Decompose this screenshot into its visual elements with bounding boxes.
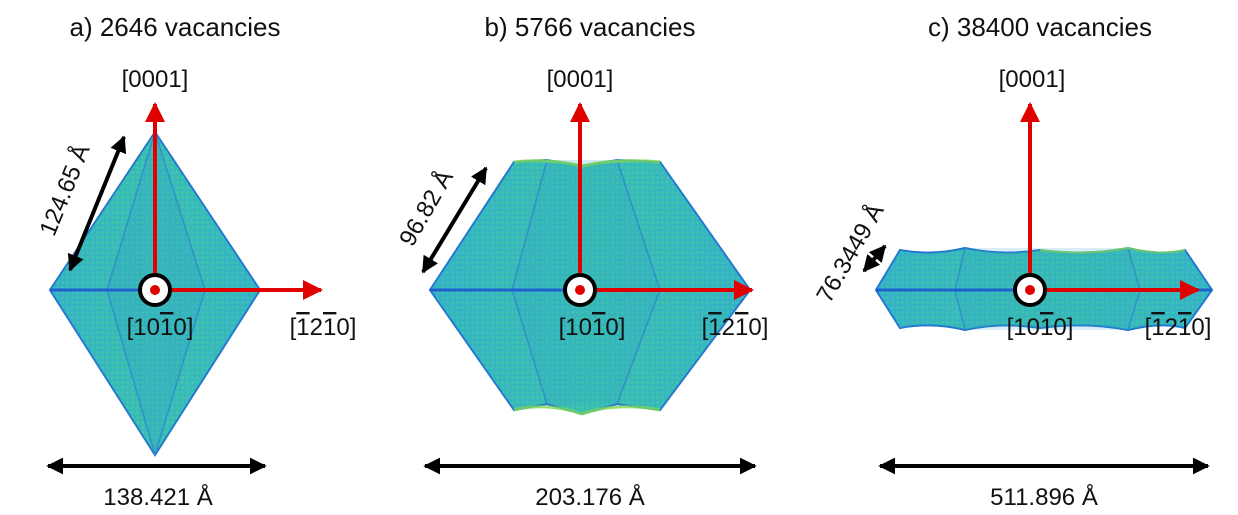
panel-c-axis-up-label: [0001]: [999, 66, 1066, 93]
panel-b-axis-up-label: [0001]: [547, 66, 614, 93]
panel-a-axis-out-label: [1010]: [127, 314, 194, 341]
panel-a-title: a) 2646 vacancies: [69, 12, 280, 42]
panel-a: a) 2646 vacancies [0001] [1210] [1010] 1…: [34, 12, 357, 511]
panel-b-axis-out-label: [1010]: [559, 314, 626, 341]
panel-a-axis-right-label: [1210]: [290, 314, 357, 341]
panel-c-axis-right-label: [1210]: [1145, 314, 1212, 341]
panel-b-edge-arrow: [421, 166, 488, 274]
panel-b-width-label: 203.176 Å: [535, 483, 644, 511]
panel-b-axis-right-label: [1210]: [702, 314, 769, 341]
panel-b-axis-out-symbol: [563, 273, 597, 307]
panel-c-axis-out-label: [1010]: [1007, 314, 1074, 341]
panel-a-edge-arrow: [67, 135, 127, 272]
panel-a-width-label: 138.421 Å: [103, 483, 212, 511]
panel-a-axis-out-symbol: [138, 273, 172, 307]
panel-c-width-label: 511.896 Å: [990, 483, 1098, 511]
panel-c-edge-arrow: [862, 244, 887, 273]
panel-b-title: b) 5766 vacancies: [484, 12, 695, 42]
panel-a-axis-up-label: [0001]: [122, 66, 189, 93]
panel-c-title: c) 38400 vacancies: [928, 12, 1152, 42]
panel-b: b) 5766 vacancies [0001] [1210] [1010] 9…: [393, 12, 768, 511]
panel-c-axis-out-symbol: [1013, 273, 1047, 307]
panel-c: c) 38400 vacancies [0001] [1210] [1010] …: [811, 12, 1214, 511]
panel-b-edge-label: 96.82 Å: [393, 165, 459, 251]
